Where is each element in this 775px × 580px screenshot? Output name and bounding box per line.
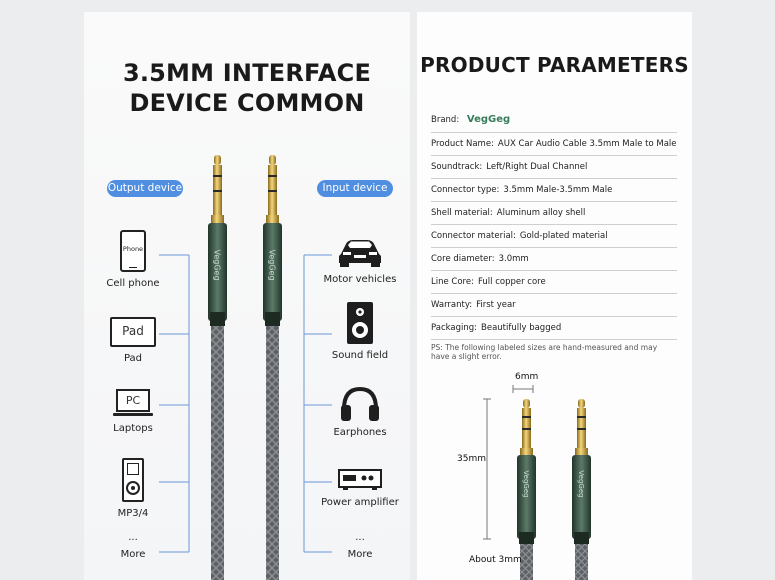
param-label: Warranty: xyxy=(431,300,473,310)
device-laptops: PC Laptops xyxy=(93,389,173,434)
device-label: Power amplifier xyxy=(321,497,399,508)
more-dots: ... xyxy=(128,532,138,543)
brand-logo: VegGeg xyxy=(466,114,511,125)
cable-diagram xyxy=(159,155,332,580)
parameters-title: PRODUCT PARAMETERS xyxy=(420,53,689,77)
param-row: Core diameter:3.0mm xyxy=(431,248,677,271)
device-label: Pad xyxy=(123,353,143,364)
ps-note: PS: The following labeled sizes are hand… xyxy=(431,343,658,361)
param-label: Connector material: xyxy=(431,231,516,241)
param-value: AUX Car Audio Cable 3.5mm Male to Male xyxy=(497,139,677,149)
device-label: Cell phone xyxy=(106,278,160,289)
param-row: Product Name:AUX Car Audio Cable 3.5mm M… xyxy=(431,133,677,156)
device-label: More xyxy=(120,549,146,560)
output-connector-lines xyxy=(159,254,190,553)
jack-brand-text-right: VegGeg xyxy=(267,249,277,281)
output-device-pill: Output device xyxy=(107,180,183,197)
audio-jack-right xyxy=(263,155,282,580)
dim-jack-brand-right: VegGeg xyxy=(577,470,585,498)
panel-title-line2: DEVICE COMMON xyxy=(129,89,365,117)
param-row: Packaging:Beautifully bagged xyxy=(431,317,677,340)
device-compatibility-panel: 3.5MM INTERFACE DEVICE COMMON Output dev… xyxy=(84,12,410,580)
tablet-icon: Pad xyxy=(110,317,156,347)
param-row: Warranty:First year xyxy=(431,294,677,317)
param-value: Left/Right Dual Channel xyxy=(486,162,588,172)
device-label: Earphones xyxy=(333,427,387,438)
param-label: Connector type: xyxy=(431,185,500,195)
device-more-input: ... More xyxy=(320,532,400,561)
dim-jack-brand-left: VegGeg xyxy=(522,470,530,498)
device-earphones: Earphones xyxy=(320,385,400,438)
param-label: Brand: xyxy=(431,115,460,125)
device-pad: Pad Pad xyxy=(93,317,173,364)
param-label: Product Name: xyxy=(431,139,494,149)
device-label: MP3/4 xyxy=(117,508,149,519)
param-value: Gold-plated material xyxy=(519,231,608,241)
dimension-height-label: 35mm xyxy=(457,454,486,464)
device-power-amplifier: Power amplifier xyxy=(320,469,400,508)
tablet-icon-text: Pad xyxy=(122,324,144,338)
mp3-player-icon xyxy=(122,458,144,502)
product-parameters-panel: PRODUCT PARAMETERS Brand: VegGeg Product… xyxy=(417,12,692,580)
param-value: First year xyxy=(476,300,516,310)
amplifier-icon xyxy=(338,469,382,490)
param-value: 3.0mm xyxy=(498,254,529,264)
dimension-diagram xyxy=(483,385,591,580)
device-motor-vehicles: Motor vehicles xyxy=(320,234,400,285)
jack-brand-text-left: VegGeg xyxy=(212,249,222,281)
laptop-icon-text: PC xyxy=(125,394,141,407)
car-icon xyxy=(339,240,381,267)
device-sound-field: Sound field xyxy=(320,302,400,361)
height-dimension-line xyxy=(483,398,491,540)
input-device-pill: Input device xyxy=(317,180,393,197)
device-label: Sound field xyxy=(331,350,389,361)
device-label: Laptops xyxy=(113,423,153,434)
param-label: Soundtrack: xyxy=(431,162,483,172)
device-cell-phone: Phone Cell phone xyxy=(93,230,173,289)
param-label: Core diameter: xyxy=(431,254,495,264)
param-label: Line Core: xyxy=(431,277,474,287)
device-label: More xyxy=(347,549,373,560)
param-row: Connector type:3.5mm Male-3.5mm Male xyxy=(431,179,677,202)
param-row-brand: Brand: VegGeg xyxy=(431,109,677,133)
param-row: Connector material:Gold-plated material xyxy=(431,225,677,248)
dimension-width-label: 6mm xyxy=(515,372,539,382)
headphones-icon xyxy=(341,386,379,421)
param-value: Aluminum alloy shell xyxy=(496,208,586,218)
dimension-jack-right xyxy=(572,399,591,580)
param-row: Shell material:Aluminum alloy shell xyxy=(431,202,677,225)
dimension-core-label: About 3mm xyxy=(469,555,522,565)
width-dimension-line xyxy=(512,385,534,393)
speaker-icon xyxy=(347,302,373,344)
device-label: Motor vehicles xyxy=(323,274,397,285)
param-label: Shell material: xyxy=(431,208,493,218)
dimension-jack-left xyxy=(517,399,536,580)
panel-title-line1: 3.5MM INTERFACE xyxy=(122,59,372,87)
device-more-output: ... More xyxy=(93,532,173,561)
laptop-icon: PC xyxy=(113,389,153,417)
more-dots: ... xyxy=(355,532,365,543)
device-mp3: MP3/4 xyxy=(93,458,173,519)
param-value: Beautifully bagged xyxy=(481,323,562,333)
phone-icon: Phone xyxy=(120,230,146,272)
param-row: Soundtrack:Left/Right Dual Channel xyxy=(431,156,677,179)
audio-jack-left xyxy=(208,155,227,580)
param-row: Line Core:Full copper core xyxy=(431,271,677,294)
phone-icon-text: Phone xyxy=(122,245,144,253)
param-label: Packaging: xyxy=(431,323,478,333)
param-value: Full copper core xyxy=(477,277,546,287)
input-connector-lines xyxy=(303,254,332,553)
param-value: 3.5mm Male-3.5mm Male xyxy=(503,185,613,195)
